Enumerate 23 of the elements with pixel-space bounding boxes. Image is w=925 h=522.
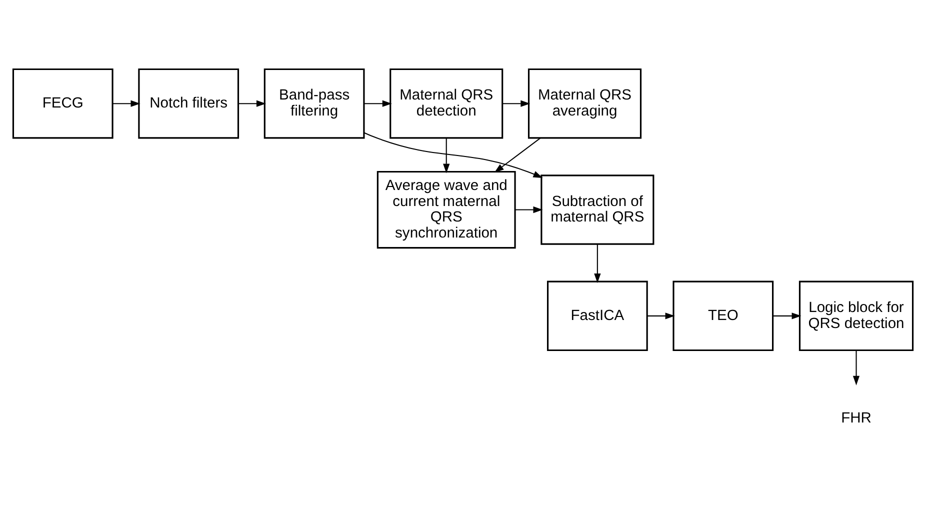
arrow [502,100,530,107]
arrow [647,312,674,320]
arrow [112,100,140,107]
arrow [363,132,542,178]
node-box: Maternal QRS detection [389,68,503,139]
arrow [594,244,600,284]
node-box: Logic block for QRS detection [798,280,914,352]
node-box: Subtraction of maternal QRS [540,174,654,245]
arrow [238,100,266,107]
arrow [442,138,450,174]
arrow [772,312,801,320]
node-box: TEO [672,280,774,352]
node-text: FHR [840,410,871,426]
arrow [364,100,392,107]
node-box: FastICA [546,280,648,352]
arrow [514,206,542,214]
arrow [494,138,540,173]
node-box: Average wave and current maternal QRS synchronization [376,170,516,249]
node-box: Band-pass filtering [263,68,364,139]
node-box: Notch filters [138,68,239,139]
node-box: Maternal QRS averaging [527,68,642,139]
node-box: FECG [12,68,113,139]
arrow [852,350,860,386]
